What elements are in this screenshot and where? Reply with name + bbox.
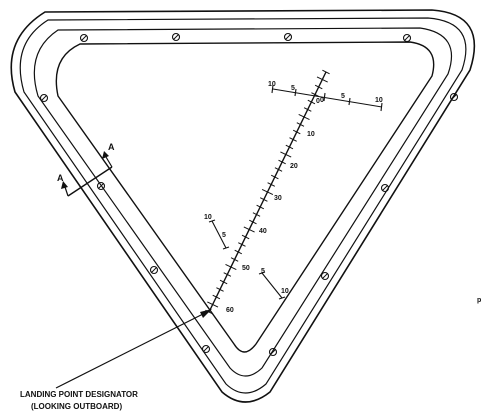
main-scale-label-40: 40 <box>259 228 267 235</box>
main-scale-ticks <box>205 69 330 315</box>
screw-icon <box>171 32 181 42</box>
main-scale-tick <box>252 212 261 217</box>
windshield-frame <box>10 9 476 403</box>
screw-icon <box>96 181 106 191</box>
section-cut-line <box>67 166 113 197</box>
main-scale-tick <box>314 84 323 90</box>
main-scale-tick <box>270 174 279 180</box>
main-scale-tick <box>303 107 312 112</box>
main-designator-scale: 0 10 20 30 40 50 60 <box>205 69 330 315</box>
main-scale-label-60: 60 <box>226 307 234 314</box>
right-short-scale: 5 10 <box>258 268 289 300</box>
frame-screws <box>39 32 459 357</box>
left-short-scale: 10 5 <box>204 214 230 250</box>
right-short-scale-tick <box>278 296 286 300</box>
main-scale-tick <box>243 226 255 233</box>
main-scale-tick <box>278 159 286 165</box>
main-scale-tick <box>267 182 276 187</box>
left-short-scale-label-5: 5 <box>222 232 226 239</box>
top-scale-label-right-10: 10 <box>375 97 383 104</box>
right-short-scale-tick <box>258 271 266 275</box>
screw-icon <box>149 265 159 275</box>
main-scale-tick <box>238 242 246 247</box>
main-scale-tick <box>216 287 224 292</box>
top-scale-label-left-5: 5 <box>291 85 295 92</box>
top-scale-label-right-5: 5 <box>341 93 345 100</box>
leader-arrow-icon <box>200 309 212 318</box>
section-arrow-lower-icon <box>61 181 68 189</box>
main-scale-label-10: 10 <box>307 131 315 138</box>
main-scale-tick <box>261 188 274 196</box>
screw-icon <box>268 347 278 357</box>
screw-icon <box>201 344 211 354</box>
main-scale-tick <box>256 204 265 210</box>
top-horizontal-scale: 10 5 0 5 10 <box>268 81 383 112</box>
main-scale-label-50: 50 <box>242 265 250 272</box>
top-scale-label-center-0: 0 <box>320 97 324 104</box>
section-label-upper: A <box>108 142 115 152</box>
callout-line-1: LANDING POINT DESIGNATOR <box>20 390 138 399</box>
top-scale-tick <box>294 88 297 97</box>
section-arrow-upper-icon <box>102 151 109 159</box>
left-short-scale-line <box>211 220 227 249</box>
top-scale-tick <box>348 97 351 106</box>
section-arrow-upper-stem <box>105 156 113 168</box>
main-scale-tick <box>212 294 221 300</box>
screw-icon <box>79 33 89 43</box>
screw-icon <box>39 93 49 103</box>
main-scale-tick <box>298 113 310 121</box>
main-scale-tick <box>230 257 239 262</box>
right-short-scale-label-5: 5 <box>261 268 265 275</box>
main-scale-tick <box>289 137 297 142</box>
main-scale-tick <box>285 144 294 150</box>
glass-edge <box>55 41 435 353</box>
designator-callout: LANDING POINT DESIGNATOR (LOOKING OUTBOA… <box>20 309 212 411</box>
main-scale-tick <box>311 92 319 97</box>
section-cut-marker: A A <box>57 142 115 197</box>
top-scale-line <box>272 88 383 108</box>
main-scale-label-0: 0 <box>316 98 320 105</box>
main-scale-tick <box>259 197 268 202</box>
screw-icon <box>283 32 293 42</box>
top-scale-tick <box>380 102 383 112</box>
main-scale-tick <box>249 219 257 225</box>
frame-outer-edge <box>10 9 476 403</box>
right-short-scale-line <box>261 272 283 299</box>
main-scale-tick <box>292 129 301 135</box>
screw-icon <box>380 183 390 193</box>
screw-icon <box>402 33 412 43</box>
main-scale-tick <box>274 167 283 172</box>
section-arrow-lower-stem <box>64 186 69 197</box>
main-scale-tick <box>223 272 232 277</box>
main-scale-tick <box>307 99 316 105</box>
main-scale-tick <box>225 263 237 271</box>
main-scale-tick <box>207 301 219 308</box>
left-short-scale-label-10: 10 <box>204 214 212 221</box>
top-scale-tick <box>323 92 326 102</box>
leader-line <box>55 312 206 389</box>
corner-mark: p <box>477 297 481 304</box>
callout-line-2: (LOOKING OUTBOARD) <box>31 402 122 411</box>
main-scale-label-30: 30 <box>274 195 282 202</box>
right-short-scale-label-10: 10 <box>281 288 289 295</box>
frame-second-edge <box>19 17 467 394</box>
main-scale-tick <box>219 279 228 285</box>
main-scale-tick <box>296 122 305 127</box>
section-label-lower: A <box>57 173 64 183</box>
left-short-scale-tick <box>222 246 230 250</box>
top-scale-tick <box>271 84 274 94</box>
screw-icon <box>320 271 330 281</box>
main-scale-tick <box>234 249 243 255</box>
main-scale-tick <box>316 76 328 83</box>
frame-third-edge <box>33 27 453 377</box>
left-short-scale-tick <box>208 219 216 223</box>
main-scale-tick <box>322 69 330 75</box>
top-scale-label-left-10: 10 <box>268 81 276 88</box>
main-scale-tick <box>280 151 292 158</box>
main-scale-tick <box>241 234 250 240</box>
screw-icon <box>449 92 459 102</box>
main-scale-label-20: 20 <box>290 163 298 170</box>
